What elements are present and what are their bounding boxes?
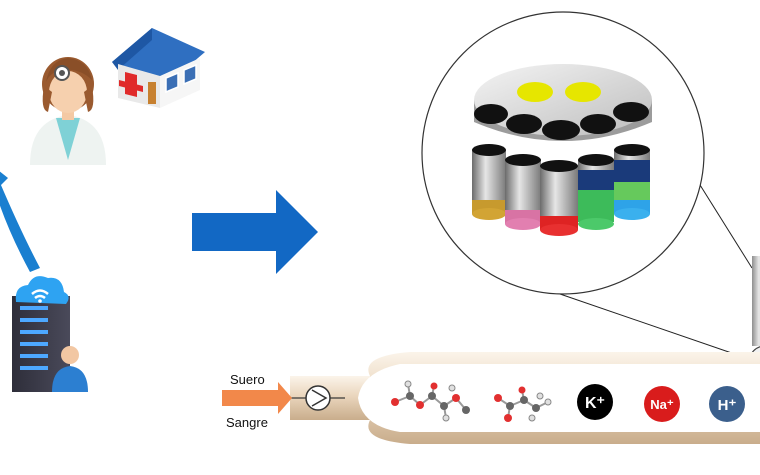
magnifier-circle <box>421 11 705 295</box>
ion-sodium: Na⁺ <box>644 386 680 422</box>
doctor-icon <box>30 57 106 165</box>
ion-potassium-label: K⁺ <box>585 395 605 412</box>
input-arrow <box>222 382 292 414</box>
hospital-icon <box>112 28 205 108</box>
zoom-line-bottom <box>559 293 753 361</box>
pump-icon <box>290 385 345 411</box>
data-link-arrowhead <box>0 171 8 186</box>
blood-label: Sangre <box>226 415 268 430</box>
data-link-arc <box>0 182 40 272</box>
ion-hydrogen: H⁺ <box>709 386 745 422</box>
sensor-array-icon <box>472 64 652 236</box>
ion-hydrogen-label: H⁺ <box>718 397 737 414</box>
ion-sodium-label: Na⁺ <box>650 397 674 412</box>
ion-potassium: K⁺ <box>577 384 613 420</box>
process-arrow <box>192 190 318 274</box>
serum-label: Suero <box>230 372 265 387</box>
cloud-server-icon <box>12 276 88 392</box>
molecule-icon <box>391 380 552 422</box>
